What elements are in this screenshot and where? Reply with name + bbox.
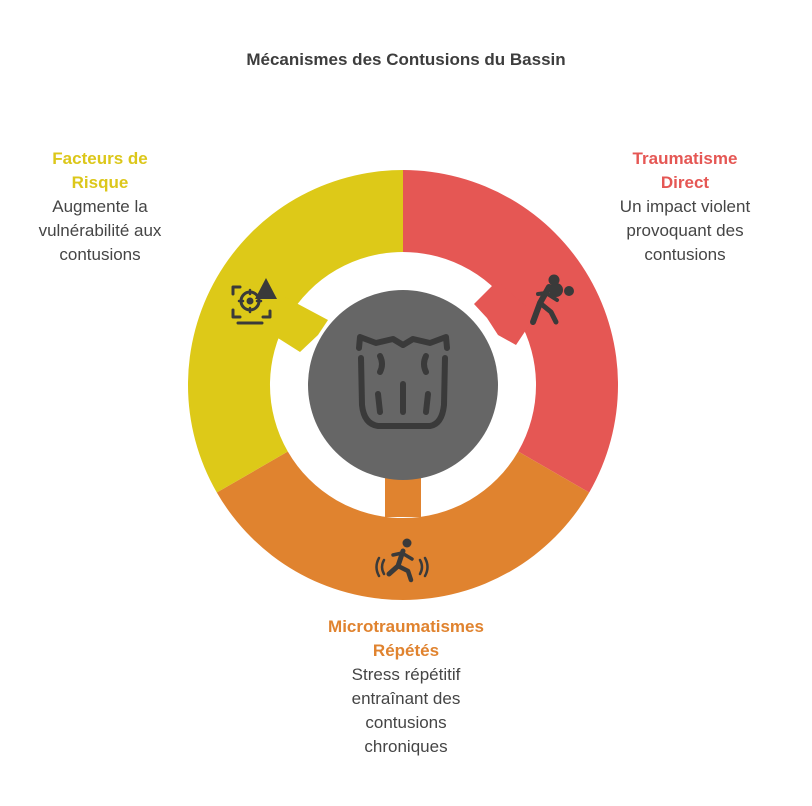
direct-desc-line-3: contusions	[644, 245, 726, 264]
micro-desc-line-1: Stress répétitif	[351, 665, 461, 684]
running-vibration-icon	[375, 538, 429, 583]
ball-impact-icon	[530, 274, 574, 325]
connector-micro	[385, 472, 421, 517]
connector-direct	[474, 281, 536, 345]
direct-desc-line-2: provoquant des	[626, 221, 744, 240]
segment-repeated-microtrauma	[216, 451, 590, 601]
risk-title-line-2: Risque	[71, 173, 129, 192]
direct-title-line-1: Traumatisme	[632, 149, 738, 168]
segment-risk-factors	[187, 170, 403, 493]
label-risk-factors: Facteurs de Risque Augmente la vulnérabi…	[20, 147, 180, 267]
micro-desc-line-4: chroniques	[364, 737, 448, 756]
micro-title-line-1: Microtraumatismes	[328, 617, 484, 636]
direct-desc-line-1: Un impact violent	[619, 197, 751, 216]
label-repeated-microtrauma: Microtraumatismes Répétés Stress répétit…	[296, 615, 516, 759]
micro-title-line-2: Répétés	[372, 641, 440, 660]
label-direct-trauma: Traumatisme Direct Un impact violent pro…	[605, 147, 765, 267]
risk-factors-icon	[231, 278, 277, 325]
connector-risk	[270, 296, 328, 352]
risk-desc-line-3: contusions	[59, 245, 141, 264]
risk-title-line-1: Facteurs de	[52, 149, 148, 168]
risk-desc-line-1: Augmente la	[52, 197, 148, 216]
diagram-title: Mécanismes des Contusions du Bassin	[246, 50, 566, 69]
segment-direct-trauma	[403, 169, 619, 493]
micro-desc-line-3: contusions	[365, 713, 447, 732]
pelvis-torso-icon	[356, 334, 450, 429]
micro-desc-line-2: entraînant des	[351, 689, 461, 708]
direct-title-line-2: Direct	[660, 173, 710, 192]
risk-desc-line-2: vulnérabilité aux	[38, 221, 162, 240]
